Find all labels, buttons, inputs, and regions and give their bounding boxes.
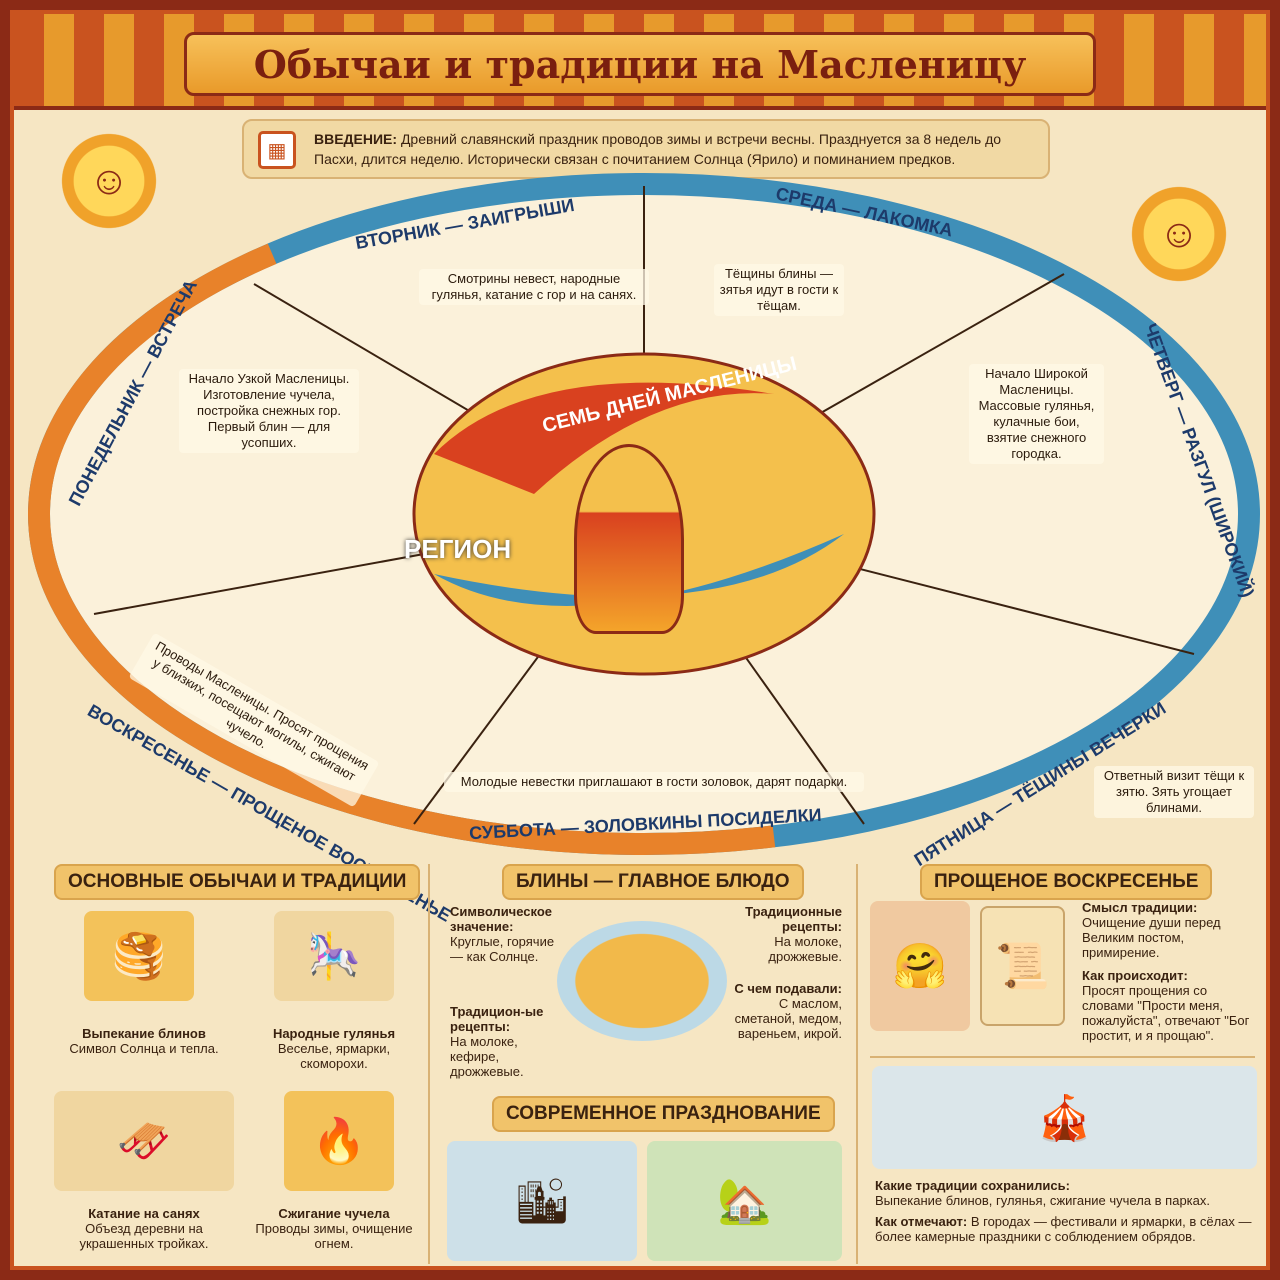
intro-label: ВВЕДЕНИЕ: — [314, 131, 398, 147]
section-title: Современное празднование — [492, 1096, 835, 1132]
sleigh-ride-illustration: 🛷 — [54, 1091, 234, 1191]
hug-illustration: 🤗 — [870, 901, 970, 1031]
page-title: Обычаи и традиции на Масленицу — [184, 32, 1096, 96]
wheel-ring-warm — [28, 173, 1260, 855]
bliny-recipes-right: Традиционные рецепты:На молоке, дрожжевы… — [745, 904, 842, 964]
modern-fair-stage-illustration: 🎪 — [872, 1066, 1257, 1169]
watermark-logo: РЕГИОН — [404, 534, 512, 564]
sun-icon: ☺ — [1124, 179, 1234, 289]
intro-text: Древний славянский праздник проводов зим… — [314, 131, 1002, 167]
forgiveness-how: Как происходит:Просят прощения со словам… — [1082, 968, 1250, 1043]
bliny-recipes-left: Традицион-ые рецепты:На молоке, кефире, … — [450, 1004, 544, 1079]
swirl-band — [434, 382, 774, 494]
sun-icon: ☺ — [54, 126, 164, 236]
village-celebration-illustration: 🏡 — [647, 1141, 842, 1261]
pancake-plate-illustration — [557, 921, 727, 1041]
section-title: Прощеное воскресенье — [920, 864, 1213, 900]
customs-section: Основные обычаи и традиции 🥞 🎠 Выпекание… — [24, 856, 424, 1270]
forgiveness-meaning: Смысл традиции:Очищение души перед Велик… — [1082, 900, 1221, 960]
divider — [870, 1056, 1255, 1058]
burning-effigy-illustration: 🔥 — [284, 1091, 394, 1191]
calendar-icon: ▦ — [258, 131, 296, 169]
day-text-friday: Ответный визит тёщи к зятю. Зять угощает… — [1094, 766, 1254, 818]
section-title: Блины — главное блюдо — [502, 864, 804, 900]
day-text-wednesday: Тёщины блины — зятья идут в гости к тёща… — [714, 264, 844, 316]
day-text-thursday: Начало Широкой Масленицы. Массовые гулян… — [969, 364, 1104, 464]
bliny-served: С чем подавали:С маслом, сметаной, медом… — [734, 981, 842, 1041]
maslenitsa-doll-illustration — [574, 444, 684, 634]
pancake-stack-illustration: 🥞 — [84, 911, 194, 1001]
poster: Обычаи и традиции на Масленицу ☺ ☺ ▦ ВВЕ… — [10, 10, 1270, 1270]
traditions-kept: Какие традиции сохранились:Выпекание бли… — [875, 1178, 1210, 1208]
ornament-header: Обычаи и традиции на Масленицу — [14, 14, 1266, 110]
column-divider — [856, 864, 858, 1264]
scroll-illustration: 📜 — [980, 906, 1065, 1026]
bliny-section: Блины — главное блюдо Символическое знач… — [432, 856, 852, 1270]
city-celebration-illustration: 🏙 — [447, 1141, 637, 1261]
section-title: Основные обычаи и традиции — [54, 864, 421, 900]
fair-carousel-illustration: 🎠 — [274, 911, 394, 1001]
how-celebrated: Как отмечают: В городах — фестивали и яр… — [875, 1214, 1252, 1244]
forgiveness-section: Прощеное воскресенье 🤗 📜 Смысл традиции:… — [860, 856, 1264, 1270]
swirl-band — [434, 534, 844, 606]
day-text-monday: Начало Узкой Масленицы. Изготовление чуч… — [179, 369, 359, 453]
day-text-tuesday: Смотрины невест, народные гулянья, катан… — [419, 269, 649, 305]
bliny-symbol: Символическое значение:Круглые, горячие … — [450, 904, 555, 964]
day-text-saturday: Молодые невестки приглашают в гости золо… — [444, 772, 864, 792]
intro-box: ▦ ВВЕДЕНИЕ: Древний славянский праздник … — [242, 119, 1050, 179]
column-divider — [428, 864, 430, 1264]
